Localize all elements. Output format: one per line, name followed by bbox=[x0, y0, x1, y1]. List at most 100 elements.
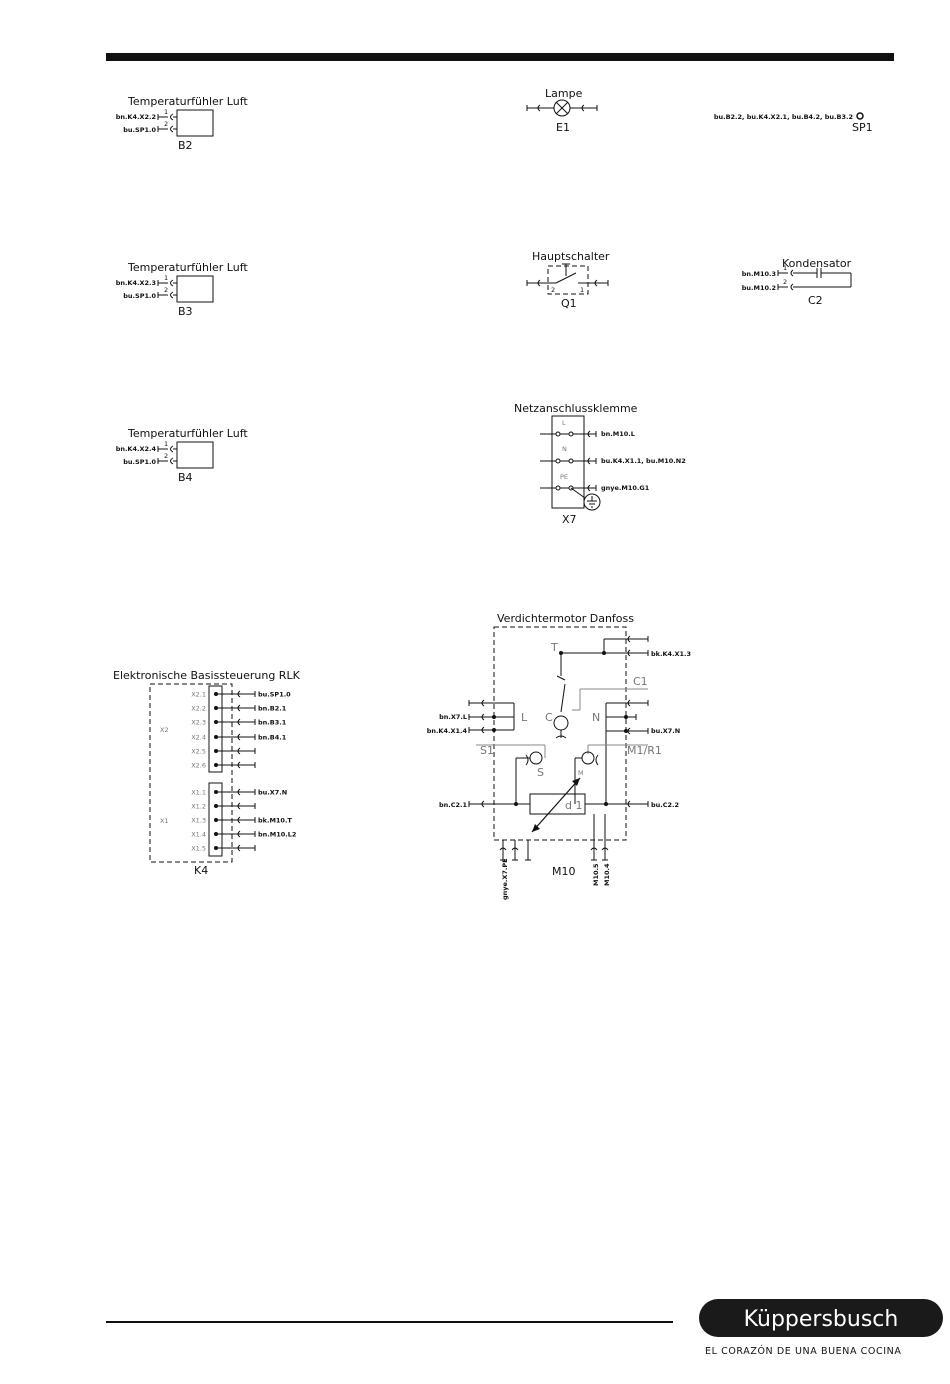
svg-text:N: N bbox=[562, 445, 567, 453]
sensor-b3: Temperaturfühler Luft 1 2 bn.K4.X2.3 bu.… bbox=[116, 261, 249, 318]
compressor-title: Verdichtermotor Danfoss bbox=[497, 612, 634, 625]
pin-connector bbox=[237, 844, 241, 852]
capacitor-wire-2: bu.M10.2 bbox=[742, 284, 776, 292]
control-unit-pin-wire: bn.B2.1 bbox=[258, 705, 287, 713]
pin-connector bbox=[237, 690, 241, 698]
compressor-wire-n: bu.X7.N bbox=[651, 727, 680, 735]
pin-connector bbox=[237, 830, 241, 838]
control-unit-pin-name: X2.5 bbox=[191, 748, 206, 756]
svg-text:PE: PE bbox=[560, 473, 568, 481]
main-switch-ref: Q1 bbox=[561, 297, 577, 310]
control-unit-pin-row: X2.4 bn.B4.1 bbox=[191, 734, 286, 742]
svg-text:N: N bbox=[592, 711, 600, 724]
control-unit-pin-row: X2.5 bbox=[191, 747, 256, 756]
svg-text:1: 1 bbox=[783, 264, 787, 272]
compressor-motor-m10: Verdichtermotor Danfoss T bk.K4.X1.3 C1 … bbox=[427, 612, 691, 900]
pin-connector bbox=[237, 704, 241, 712]
control-unit-pin-name: X1.4 bbox=[191, 831, 206, 839]
main-switch-title: Hauptschalter bbox=[532, 250, 610, 263]
compressor-ref: M10 bbox=[552, 865, 576, 878]
sensor-b2-wire-2: bu.SP1.0 bbox=[123, 126, 156, 134]
sensor-b3-title: Temperaturfühler Luft bbox=[127, 261, 248, 274]
control-unit-pin-name: X2.1 bbox=[191, 691, 206, 699]
control-unit-pin-row: X1.1 bu.X7.N bbox=[191, 789, 287, 797]
control-unit-pins: X2.1 bu.SP1.0X2.2 bn.B2.1X2.3 bn.B3.1X2.4 bn… bbox=[191, 691, 296, 853]
control-unit-pin-row: X2.3 bn.B3.1 bbox=[191, 719, 286, 727]
control-unit-pin-name: X1.5 bbox=[191, 845, 206, 853]
capacitor-title: Kondensator bbox=[782, 257, 852, 270]
mains-terminal-wire-pe: gnye.M10.G1 bbox=[601, 484, 650, 492]
control-unit-pin-name: X2.3 bbox=[191, 719, 206, 727]
lamp-e1-ref: E1 bbox=[556, 121, 570, 134]
control-unit-pin-wire: bn.M10.L2 bbox=[258, 831, 296, 839]
control-unit-pin-name: X1.3 bbox=[191, 817, 206, 825]
splice-sp1-wires: bu.B2.2, bu.K4.X2.1, bu.B4.2, bu.B3.2 bbox=[714, 113, 853, 121]
svg-text:2: 2 bbox=[551, 286, 555, 294]
sensor-b3-ref: B3 bbox=[178, 305, 193, 318]
capacitor-ref: C2 bbox=[808, 294, 823, 307]
control-unit-pin-wire: bn.B3.1 bbox=[258, 719, 287, 727]
control-unit-pin-name: X2.4 bbox=[191, 734, 206, 742]
compressor-bottom-gnye: gnye.X7.PE bbox=[501, 858, 509, 900]
control-unit-pin-row: X2.1 bu.SP1.0 bbox=[191, 691, 291, 699]
control-unit-pin-wire: bu.SP1.0 bbox=[258, 691, 291, 699]
control-unit-pin-row: X2.2 bn.B2.1 bbox=[191, 705, 286, 713]
sensor-b2-wire-1: bn.K4.X2.2 bbox=[116, 113, 156, 121]
pin-connector bbox=[237, 733, 241, 741]
control-unit-pin-name: X2.2 bbox=[191, 705, 206, 713]
ground-icon bbox=[583, 493, 601, 511]
sensor-b4-ref: B4 bbox=[178, 471, 193, 484]
header-bar bbox=[106, 53, 894, 61]
pin-connector bbox=[237, 747, 241, 755]
svg-text:S1: S1 bbox=[480, 744, 494, 757]
mains-terminal-x7: Netzanschlussklemme L bn.M10.L N bu.K4.X… bbox=[514, 402, 686, 526]
sensor-b2: Temperaturfühler Luft 1 2 bn.K4.X2.2 bu.… bbox=[116, 95, 249, 152]
control-unit-group-x2: X2 bbox=[160, 726, 169, 734]
svg-text:M: M bbox=[578, 769, 584, 777]
sensor-b2-title: Temperaturfühler Luft bbox=[127, 95, 248, 108]
control-unit-ref: K4 bbox=[194, 864, 208, 877]
pin-connector bbox=[237, 788, 241, 796]
control-unit-pin-wire: bu.X7.N bbox=[258, 789, 287, 797]
svg-text:2: 2 bbox=[164, 120, 168, 128]
pin-connector bbox=[237, 718, 241, 726]
mains-terminal-ref: X7 bbox=[562, 513, 577, 526]
sensor-b4-wire-2: bu.SP1.0 bbox=[123, 458, 156, 466]
compressor-wire-t: bk.K4.X1.3 bbox=[651, 650, 691, 658]
main-switch-q1: Hauptschalter 2 1 Q1 bbox=[526, 250, 610, 310]
control-unit-group-x1: X1 bbox=[160, 817, 169, 825]
svg-text:1: 1 bbox=[580, 286, 584, 294]
compressor-bottom-m105: M10.5 bbox=[592, 863, 600, 886]
control-unit-pin-wire: bn.B4.1 bbox=[258, 734, 287, 742]
svg-text:1: 1 bbox=[164, 108, 168, 116]
sensor-b4-wire-1: bn.K4.X2.4 bbox=[116, 445, 157, 453]
capacitor-wire-1: bn.M10.3 bbox=[742, 270, 776, 278]
lamp-e1-title: Lampe bbox=[545, 87, 583, 100]
control-unit-pin-row: X1.4 bn.M10.L2 bbox=[191, 831, 296, 839]
control-unit-title: Elektronische Basissteuerung RLK bbox=[113, 669, 301, 682]
compressor-wire-l2: bn.K4.X1.4 bbox=[427, 727, 468, 735]
control-unit-pin-name: X1.1 bbox=[191, 789, 206, 797]
sensor-b4-title: Temperaturfühler Luft bbox=[127, 427, 248, 440]
svg-text:2: 2 bbox=[783, 278, 787, 286]
mains-terminal-title: Netzanschlussklemme bbox=[514, 402, 638, 415]
brand-slogan: EL CORAZÓN DE UNA BUENA COCINA bbox=[705, 1345, 901, 1357]
control-unit-pin-row: X1.3 bk.M10.T bbox=[191, 817, 292, 825]
sensor-b2-ref: B2 bbox=[178, 139, 193, 152]
control-unit-pin-row: X2.6 bbox=[191, 761, 256, 770]
compressor-bottom-m104: M10.4 bbox=[603, 863, 611, 886]
svg-text:S: S bbox=[537, 766, 544, 779]
lamp-e1: Lampe E1 bbox=[526, 87, 598, 134]
pin-connector bbox=[237, 761, 241, 769]
pin-connector bbox=[237, 816, 241, 824]
control-unit-pin-name: X1.2 bbox=[191, 803, 206, 811]
splice-point-icon bbox=[856, 112, 864, 120]
svg-text:2: 2 bbox=[164, 286, 168, 294]
control-unit-pin-wire: bk.M10.T bbox=[258, 817, 292, 825]
splice-sp1: bu.B2.2, bu.K4.X2.1, bu.B4.2, bu.B3.2 SP… bbox=[714, 112, 873, 134]
control-unit-k4: Elektronische Basissteuerung RLK X2 X1 X… bbox=[113, 669, 301, 877]
sensor-b4: Temperaturfühler Luft 1 2 bn.K4.X2.4 bu.… bbox=[116, 427, 249, 484]
svg-text:1: 1 bbox=[164, 274, 168, 282]
